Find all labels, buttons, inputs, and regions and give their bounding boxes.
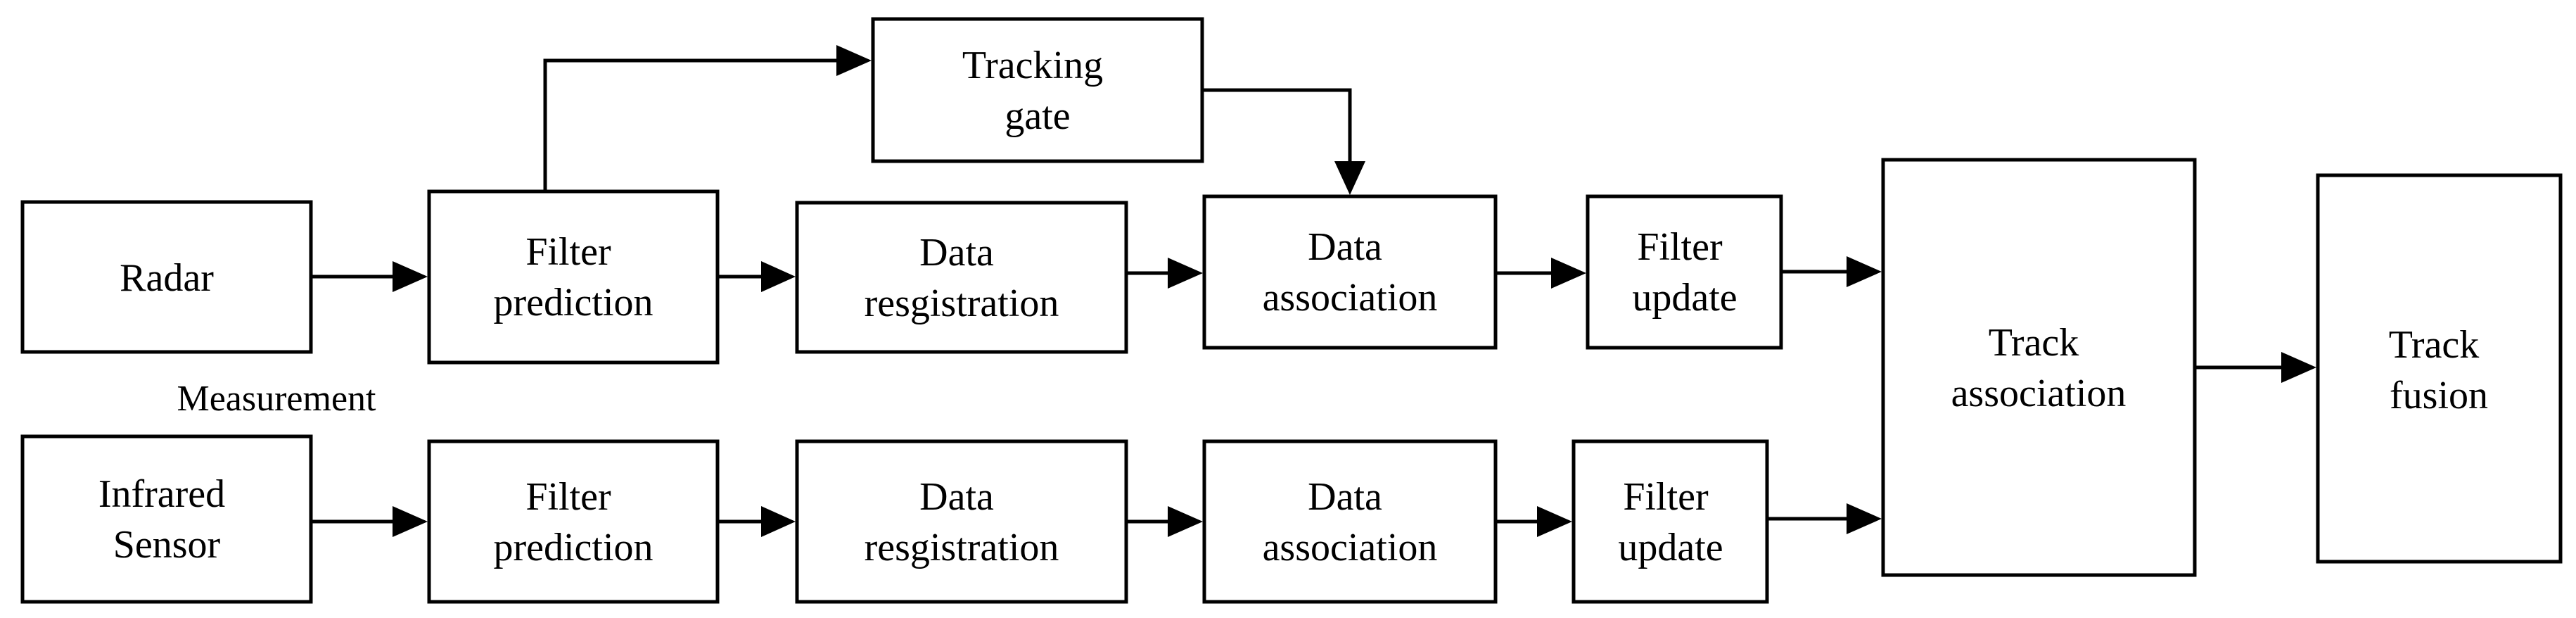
- track-association-box: Track association: [1881, 158, 2197, 577]
- filter-update-top-label: Filter update: [1632, 225, 1737, 320]
- filter-update-bottom-box: Filter update: [1571, 439, 1769, 604]
- tracking-gate-box: Tracking gate: [871, 17, 1204, 163]
- data-registration-bottom-box: Data resgistration: [795, 439, 1128, 604]
- arrow-filter-update-top-to-track-association: [1781, 256, 1882, 287]
- track-association-label: Track association: [1951, 321, 2127, 415]
- arrow-filter-update-bottom-to-track-association: [1767, 503, 1882, 534]
- measurement-label: Measurement: [177, 379, 376, 419]
- data-association-bottom-box: Data association: [1202, 439, 1498, 604]
- filter-prediction-top-label: Filter prediction: [493, 230, 653, 324]
- track-fusion-box: Track fusion: [2316, 173, 2563, 564]
- infrared-sensor-box: Infrared Sensor: [20, 434, 313, 604]
- arrow-data-association-to-filter-update-bottom: [1496, 506, 1572, 537]
- data-association-top-box: Data association: [1202, 194, 1498, 350]
- tracking-gate-label: Tracking gate: [962, 44, 1113, 138]
- filter-update-bottom-label: Filter update: [1618, 475, 1723, 569]
- arrow-radar-to-filter-prediction: [311, 261, 428, 292]
- arrow-data-registration-to-data-association-bottom: [1126, 506, 1203, 537]
- radar-label: Radar: [120, 256, 214, 300]
- data-association-bottom-label: Data association: [1263, 475, 1438, 569]
- filter-prediction-bottom-box: Filter prediction: [427, 439, 720, 604]
- filter-prediction-bottom-label: Filter prediction: [493, 475, 653, 569]
- track-fusion-label: Track fusion: [2389, 323, 2489, 417]
- arrow-data-registration-to-data-association-top: [1126, 258, 1203, 289]
- arrow-track-association-to-track-fusion: [2195, 352, 2316, 383]
- data-registration-bottom-label: Data resgistration: [865, 475, 1059, 569]
- filter-update-top-box: Filter update: [1586, 194, 1783, 350]
- arrow-filter-prediction-to-tracking-gate: [543, 45, 872, 191]
- arrow-filter-prediction-to-data-registration-top: [718, 261, 796, 292]
- radar-box: Radar: [20, 200, 313, 354]
- data-registration-top-label: Data resgistration: [865, 231, 1059, 325]
- arrow-filter-prediction-to-data-registration-bottom: [718, 506, 796, 537]
- data-association-top-label: Data association: [1263, 225, 1438, 320]
- infrared-sensor-label: Infrared Sensor: [98, 472, 235, 567]
- arrow-tracking-gate-to-data-association: [1202, 88, 1365, 195]
- arrow-data-association-to-filter-update-top: [1496, 258, 1586, 289]
- data-registration-top-box: Data resgistration: [795, 201, 1128, 354]
- arrow-infrared-to-filter-prediction: [311, 506, 428, 537]
- filter-prediction-top-box: Filter prediction: [427, 189, 720, 365]
